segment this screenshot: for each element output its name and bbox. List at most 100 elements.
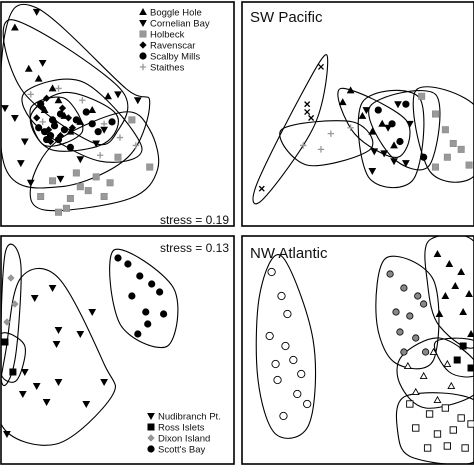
data-point bbox=[267, 267, 276, 277]
data-point bbox=[400, 284, 408, 292]
data-point bbox=[66, 143, 75, 152]
data-point bbox=[384, 124, 392, 132]
panel-frame bbox=[241, 235, 474, 465]
data-point bbox=[35, 124, 43, 132]
data-point bbox=[124, 260, 132, 268]
legend-marker bbox=[147, 413, 155, 421]
legend-label: Boggle Hole bbox=[150, 8, 202, 19]
data-point bbox=[390, 158, 398, 166]
data-point bbox=[37, 100, 45, 108]
data-point bbox=[56, 175, 65, 183]
stress-value: stress = 0.13 bbox=[160, 241, 229, 255]
data-point bbox=[114, 153, 122, 161]
data-point bbox=[72, 169, 80, 177]
data-point bbox=[133, 97, 142, 105]
data-point bbox=[42, 94, 51, 102]
data-point bbox=[88, 120, 96, 128]
data-point bbox=[38, 59, 47, 67]
data-point bbox=[108, 118, 116, 126]
data-point bbox=[1, 338, 9, 346]
data-point bbox=[76, 156, 85, 164]
data-point bbox=[48, 84, 57, 92]
data-point bbox=[64, 114, 73, 122]
data-point bbox=[412, 334, 420, 342]
data-point bbox=[82, 401, 91, 409]
legend-label: Staithes bbox=[150, 63, 185, 74]
data-point bbox=[358, 111, 367, 119]
data-point bbox=[433, 249, 442, 257]
data-point bbox=[346, 86, 355, 94]
data-point bbox=[41, 128, 49, 136]
data-point bbox=[465, 289, 473, 297]
data-point bbox=[54, 327, 63, 335]
panel-frame bbox=[0, 235, 235, 465]
data-point bbox=[435, 309, 444, 317]
group-hull bbox=[337, 87, 411, 158]
data-point bbox=[403, 361, 412, 370]
data-point bbox=[443, 359, 452, 368]
data-point bbox=[54, 96, 63, 104]
legend-label: Holbeck bbox=[150, 30, 185, 41]
data-point bbox=[414, 292, 422, 300]
data-point bbox=[396, 137, 404, 146]
data-point bbox=[42, 399, 51, 407]
data-point bbox=[48, 285, 57, 293]
data-point bbox=[297, 369, 306, 379]
data-point bbox=[156, 288, 164, 296]
data-point bbox=[100, 126, 108, 134]
data-point bbox=[146, 163, 154, 171]
data-point bbox=[449, 426, 457, 434]
data-point bbox=[132, 142, 140, 149]
data-point bbox=[425, 410, 434, 418]
data-point bbox=[457, 414, 465, 422]
data-point bbox=[26, 179, 35, 187]
data-point bbox=[265, 331, 274, 341]
data-point bbox=[50, 122, 59, 130]
data-point bbox=[392, 308, 400, 316]
data-point bbox=[55, 208, 63, 216]
data-point bbox=[327, 130, 335, 137]
legend-marker bbox=[139, 63, 147, 71]
data-point bbox=[128, 116, 136, 124]
data-point bbox=[68, 124, 77, 132]
group-hull bbox=[357, 89, 425, 189]
data-point bbox=[92, 173, 100, 181]
data-point bbox=[11, 114, 19, 122]
data-point bbox=[20, 369, 29, 377]
legend-label: Nudibranch Pt. bbox=[158, 412, 221, 423]
data-point bbox=[100, 120, 108, 128]
data-point bbox=[3, 318, 11, 326]
data-point bbox=[467, 420, 474, 428]
panel-2: SW Pacific bbox=[241, 1, 474, 227]
data-point bbox=[116, 134, 124, 141]
panel-4: NW Atlantic bbox=[241, 235, 474, 465]
data-point bbox=[82, 108, 90, 116]
data-point bbox=[420, 153, 428, 161]
data-point bbox=[104, 92, 112, 100]
data-point bbox=[394, 101, 402, 109]
data-point bbox=[405, 120, 414, 128]
data-point bbox=[142, 308, 150, 316]
data-point bbox=[37, 193, 45, 201]
data-point bbox=[88, 106, 97, 114]
panel-frame bbox=[241, 1, 474, 227]
data-point bbox=[378, 119, 387, 127]
data-point bbox=[406, 312, 414, 320]
data-point bbox=[418, 92, 426, 100]
group-hull bbox=[29, 96, 84, 147]
data-point bbox=[7, 274, 15, 282]
data-point bbox=[400, 348, 408, 356]
data-point bbox=[30, 295, 39, 303]
legend-label: Scott's Bay bbox=[158, 445, 205, 456]
data-point bbox=[465, 161, 473, 169]
data-point bbox=[114, 91, 122, 99]
data-point bbox=[362, 107, 371, 115]
data-point bbox=[303, 399, 312, 409]
data-point bbox=[54, 135, 63, 144]
legend-marker bbox=[139, 7, 147, 15]
legend-marker bbox=[147, 423, 155, 431]
data-point bbox=[459, 307, 468, 315]
data-point bbox=[114, 254, 122, 262]
data-point bbox=[445, 259, 454, 267]
